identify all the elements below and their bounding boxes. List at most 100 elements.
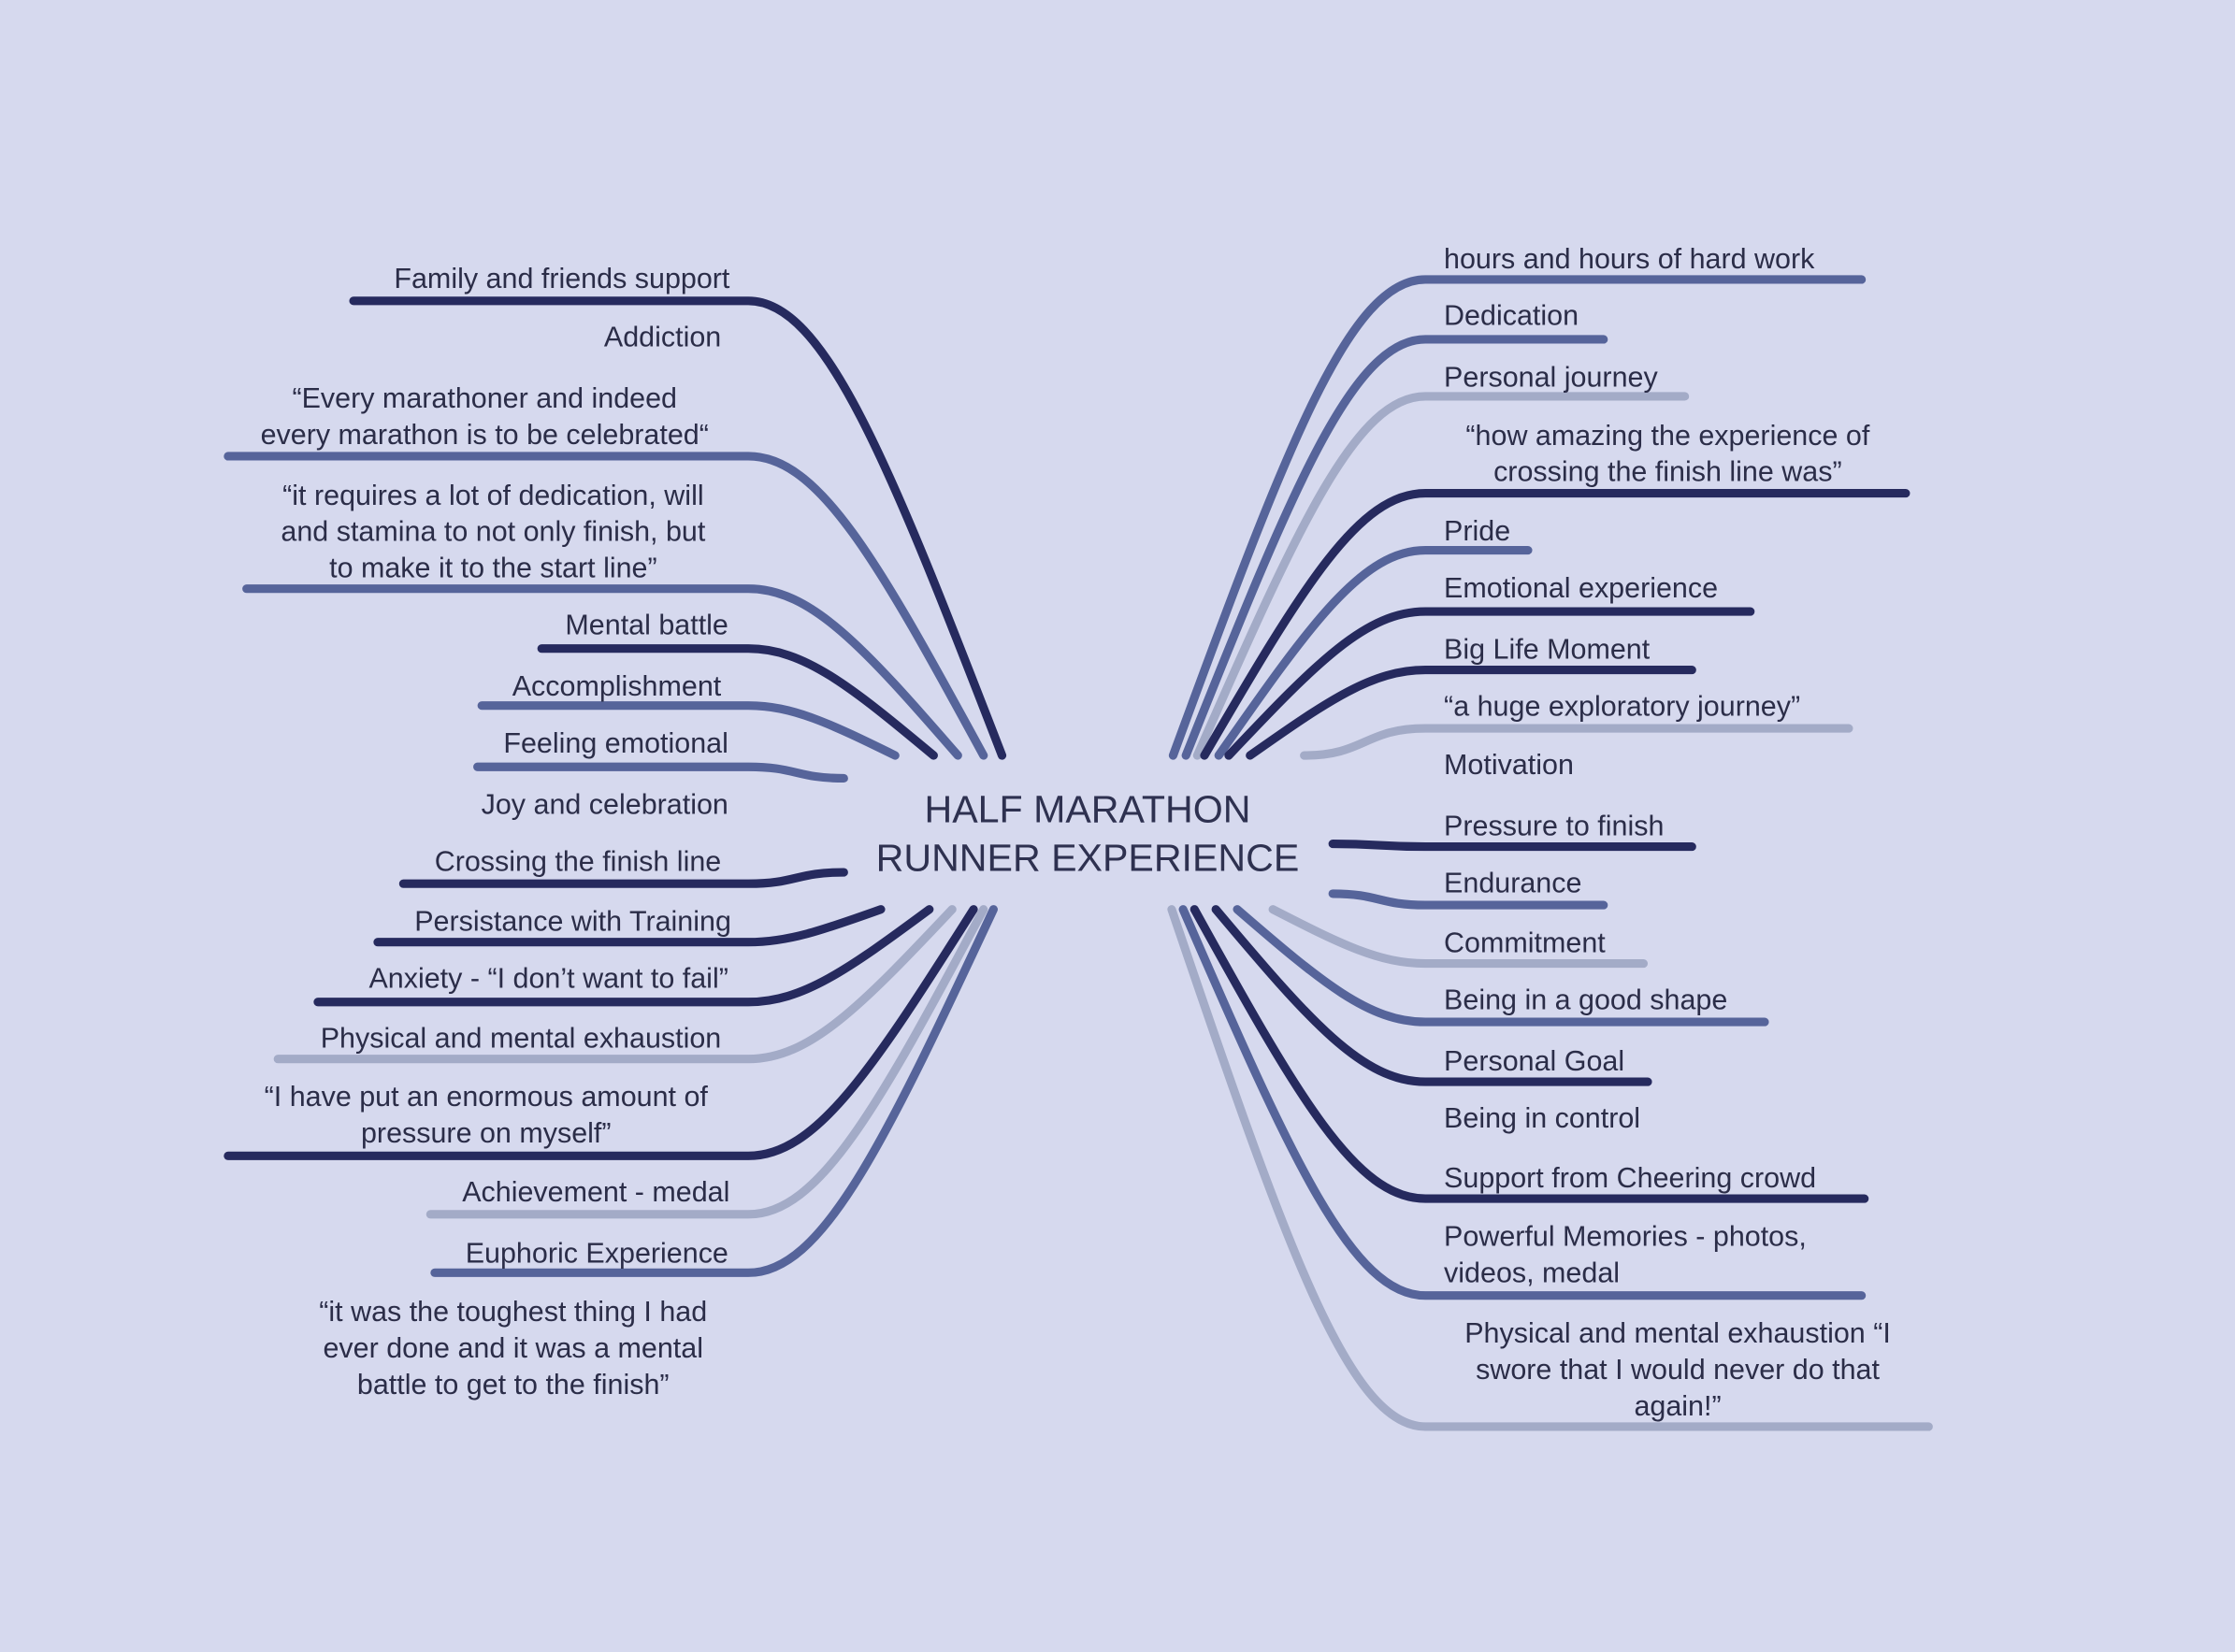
branch-links: [224, 275, 1933, 1431]
branch-label-line: Physical and mental exhaustion: [321, 1023, 722, 1055]
right-branch-link-big-life-moment: [1246, 666, 1696, 760]
branch-label-line: Pressure to finish: [1444, 810, 1664, 841]
branch-label-line: Motivation: [1444, 749, 1574, 781]
left-branch-link-crossing-the-finish-line: [398, 868, 848, 888]
right-branch-personal-journey[interactable]: Personal journey: [1444, 361, 1658, 393]
branch-label-line: “I have put an enormous amount of: [265, 1081, 709, 1113]
left-branch-it-was-the-toughest-thing-i-had-ever-don[interactable]: “it was the toughest thing I had ever don…: [319, 1296, 707, 1401]
right-branch-emotional-experience[interactable]: Emotional experience: [1444, 572, 1718, 604]
left-branch-link-persistance-with-training: [373, 905, 886, 947]
branch-label-line: and stamina to not only finish, but: [281, 516, 705, 548]
left-branch-it-requires-a-lot-of-dedication-will-and[interactable]: “it requires a lot of dedication, will an…: [281, 480, 705, 584]
left-branch-link-i-have-put-an-enormous-amount-of-pressur: [224, 905, 978, 1160]
branch-label-line: Joy and celebration: [482, 789, 728, 821]
branch-label-line: Being in control: [1444, 1102, 1640, 1134]
left-branch-joy-and-celebration[interactable]: Joy and celebration: [482, 789, 728, 821]
branch-label-line: pressure on myself”: [361, 1117, 612, 1149]
left-branch-link-family-and-friends-support: [349, 296, 1007, 760]
branch-label-line: crossing the finish line was”: [1493, 456, 1842, 488]
right-branch-big-life-moment[interactable]: Big Life Moment: [1444, 633, 1651, 665]
left-branch-link-physical-and-mental-exhaustion: [273, 905, 957, 1064]
branch-label-line: again!”: [1634, 1390, 1721, 1422]
central-topic-line-2: RUNNER EXPERIENCE: [876, 837, 1300, 880]
right-branch-being-in-a-good-shape[interactable]: Being in a good shape: [1444, 984, 1727, 1015]
central-topic[interactable]: HALF MARATHON RUNNER EXPERIENCE: [876, 788, 1300, 880]
central-topic-line-1: HALF MARATHON: [925, 788, 1251, 831]
left-branch-feeling-emotional[interactable]: Feeling emotional: [503, 727, 728, 759]
right-branch-pressure-to-finish[interactable]: Pressure to finish: [1444, 810, 1664, 841]
right-branch-powerful-memories-photos-videos-medal[interactable]: Powerful Memories - photos, videos, medal: [1444, 1220, 1807, 1288]
left-branch-family-and-friends-support[interactable]: Family and friends support: [394, 263, 730, 294]
left-branch-achievement-medal[interactable]: Achievement - medal: [462, 1176, 729, 1208]
left-branch-i-have-put-an-enormous-amount-of-pressur[interactable]: “I have put an enormous amount of pressur…: [265, 1081, 709, 1149]
branch-label-line: Accomplishment: [512, 670, 722, 702]
left-branch-link-achievement-medal: [425, 905, 988, 1219]
right-branch-link-dedication: [1181, 335, 1608, 760]
right-branch-link-personal-journey: [1192, 392, 1690, 760]
branch-label-line: battle to get to the finish”: [357, 1369, 670, 1401]
right-branch-hours-and-hours-of-hard-work[interactable]: hours and hours of hard work: [1444, 243, 1815, 275]
left-branch-mental-battle[interactable]: Mental battle: [565, 609, 728, 640]
left-branch-physical-and-mental-exhaustion[interactable]: Physical and mental exhaustion: [321, 1023, 722, 1055]
branch-label-line: Personal journey: [1444, 361, 1658, 393]
branch-label-line: to make it to the start line”: [329, 553, 657, 584]
branch-label-line: Physical and mental exhaustion “I: [1464, 1317, 1891, 1349]
right-branch-being-in-control[interactable]: Being in control: [1444, 1102, 1640, 1134]
right-branch-physical-and-mental-exhaustion-i-swore-t[interactable]: Physical and mental exhaustion “I swore t…: [1464, 1317, 1891, 1422]
branch-label-line: Addiction: [604, 322, 721, 353]
left-branch-euphoric-experience[interactable]: Euphoric Experience: [466, 1238, 728, 1270]
right-branch-support-from-cheering-crowd[interactable]: Support from Cheering crowd: [1444, 1162, 1816, 1194]
left-branch-addiction[interactable]: Addiction: [604, 322, 721, 353]
branch-label-line: Feeling emotional: [503, 727, 728, 759]
right-branch-link-physical-and-mental-exhaustion-i-swore-t: [1167, 905, 1933, 1431]
right-branch-link-hours-and-hours-of-hard-work: [1168, 275, 1867, 760]
branch-label-line: Personal Goal: [1444, 1045, 1624, 1077]
right-branch-link-being-in-a-good-shape: [1233, 905, 1769, 1027]
right-branch-pride[interactable]: Pride: [1444, 515, 1510, 547]
left-branch-link-mental-battle: [537, 644, 938, 760]
branch-label-line: Emotional experience: [1444, 572, 1718, 604]
branch-label-line: Persistance with Training: [414, 906, 731, 938]
branch-label-line: Powerful Memories - photos,: [1444, 1220, 1807, 1252]
left-branch-accomplishment[interactable]: Accomplishment: [512, 670, 722, 702]
branch-label-line: “it requires a lot of dedication, will: [282, 480, 703, 511]
right-branch-motivation[interactable]: Motivation: [1444, 749, 1574, 781]
left-branch-persistance-with-training[interactable]: Persistance with Training: [414, 906, 731, 938]
right-branch-link-pride: [1214, 545, 1533, 760]
branch-label-line: Mental battle: [565, 609, 728, 640]
branch-label-line: hours and hours of hard work: [1444, 243, 1815, 275]
left-branch-anxiety-i-don-t-want-to-fail[interactable]: Anxiety - “I don’t want to fail”: [368, 963, 728, 995]
left-branch-crossing-the-finish-line[interactable]: Crossing the finish line: [435, 846, 722, 878]
right-branch-dedication[interactable]: Dedication: [1444, 300, 1579, 332]
right-branch-link-emotional-experience: [1224, 607, 1755, 760]
branch-label-line: “a huge exploratory journey”: [1444, 690, 1800, 722]
left-branch-link-every-marathoner-and-indeed-every-marath: [224, 452, 988, 760]
right-branch-link-a-huge-exploratory-journey: [1300, 724, 1853, 760]
branch-label-line: Big Life Moment: [1444, 633, 1651, 665]
branch-label-line: Pride: [1444, 515, 1510, 547]
left-branch-link-feeling-emotional: [473, 762, 848, 783]
right-branch-link-personal-goal: [1211, 905, 1652, 1086]
right-branch-endurance[interactable]: Endurance: [1444, 867, 1581, 898]
branch-label-line: Dedication: [1444, 300, 1579, 332]
left-branch-link-euphoric-experience: [430, 905, 998, 1277]
right-branch-link-endurance: [1328, 889, 1608, 910]
right-branch-link-support-from-cheering-crowd: [1190, 905, 1869, 1203]
right-branch-commitment[interactable]: Commitment: [1444, 927, 1606, 958]
branch-label-line: ever done and it was a mental: [323, 1332, 703, 1364]
branch-label-line: “it was the toughest thing I had: [319, 1296, 707, 1328]
right-branch-a-huge-exploratory-journey[interactable]: “a huge exploratory journey”: [1444, 690, 1800, 722]
branch-label-line: Family and friends support: [394, 263, 730, 294]
right-branch-personal-goal[interactable]: Personal Goal: [1444, 1045, 1624, 1077]
right-branch-link-commitment: [1268, 905, 1649, 969]
branch-label-line: swore that I would never do that: [1476, 1354, 1880, 1386]
branch-label-line: Commitment: [1444, 927, 1606, 958]
branch-label-line: Achievement - medal: [462, 1176, 729, 1208]
branch-label-line: “Every marathoner and indeed: [292, 382, 677, 414]
branch-label-line: videos, medal: [1444, 1257, 1620, 1288]
branch-label-line: Anxiety - “I don’t want to fail”: [368, 963, 728, 995]
